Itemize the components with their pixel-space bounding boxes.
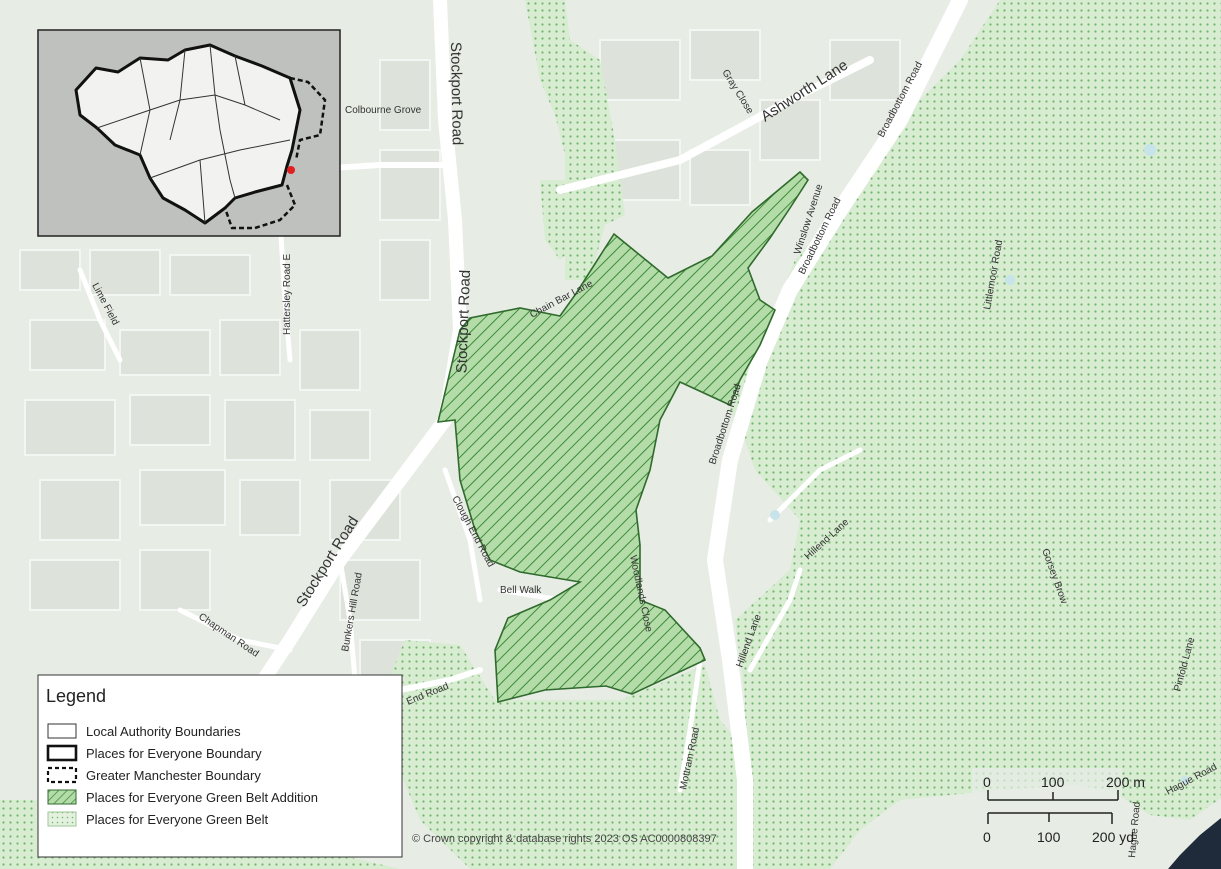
- legend-swatch-local-authority: [47, 723, 77, 739]
- legend-label-green-belt: Places for Everyone Green Belt: [86, 812, 268, 827]
- scale-imperial-200: 200 yd: [1092, 829, 1134, 845]
- inset-gm-dashed-east: [289, 76, 327, 161]
- green-belt-south: [380, 640, 745, 869]
- river: [1168, 818, 1221, 869]
- road-label-stockport-road-top: Stockport Road: [447, 42, 466, 146]
- site-location-marker: [287, 166, 295, 174]
- scale-metric-0: 0: [983, 774, 991, 790]
- green-belt-addition[interactable]: [436, 170, 810, 704]
- legend-label-pfe-boundary: Places for Everyone Boundary: [86, 746, 262, 761]
- road-label-colbourne-grove: Colbourne Grove: [345, 105, 422, 116]
- inset-map: [37, 29, 341, 237]
- legend-label-gb-addition: Places for Everyone Green Belt Addition: [86, 790, 318, 805]
- legend-swatch-green-belt: [47, 811, 77, 827]
- scale-metric-100: 100: [1041, 774, 1065, 790]
- legend-swatch-gb-addition: [47, 789, 77, 805]
- legend-title: Legend: [46, 686, 106, 706]
- green-belt-west-strip: [540, 180, 580, 260]
- road-label-stockport-road-mid: Stockport Road: [453, 270, 474, 374]
- road-label-bell-walk: Bell Walk: [500, 585, 542, 596]
- scale-bar[interactable]: 0 100 200 m 0 100 200 yd: [972, 768, 1145, 845]
- legend-swatch-pfe-boundary: [46, 744, 78, 762]
- scale-imperial-0: 0: [983, 829, 991, 845]
- green-belt-east: [725, 0, 1221, 869]
- legend-label-gm-boundary: Greater Manchester Boundary: [86, 768, 261, 783]
- legend-swatch-gm-boundary: [46, 766, 78, 784]
- scale-imperial-100: 100: [1037, 829, 1061, 845]
- scale-metric-200: 200 m: [1106, 774, 1145, 790]
- water-features: [770, 144, 1189, 784]
- road-label-hague-road-2: Hague Road: [1127, 801, 1143, 858]
- road-label-hattersley-road-east: Hattersley Road E: [282, 254, 293, 335]
- copyright-notice: © Crown copyright & database rights 2023…: [412, 833, 717, 845]
- legend: Legend Local Authority Boundaries Places…: [37, 674, 403, 858]
- inset-gm-dashed-south: [223, 184, 297, 230]
- inset-gm-region: [74, 43, 302, 225]
- legend-label-local-authority: Local Authority Boundaries: [86, 724, 241, 739]
- green-belt-north: [525, 0, 625, 280]
